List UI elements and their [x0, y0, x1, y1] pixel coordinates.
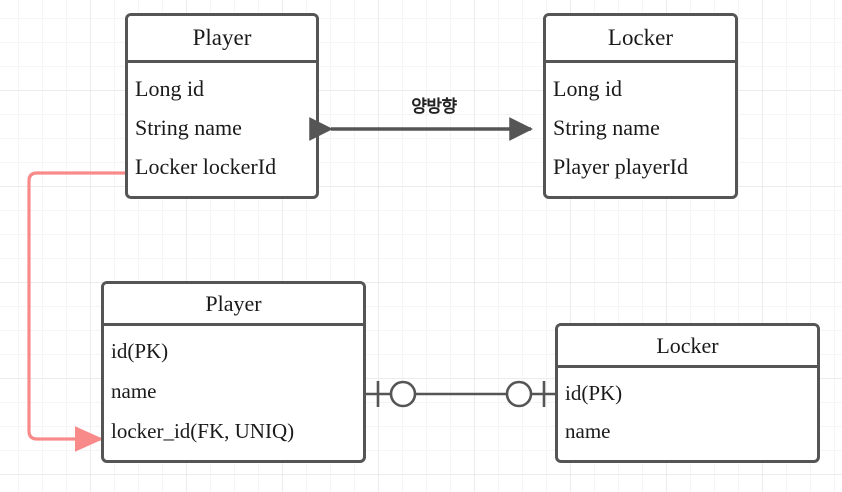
- entity-field: String name: [135, 114, 242, 140]
- table-title-locker-table: Locker: [558, 326, 817, 368]
- one-to-one-connector: [366, 380, 556, 408]
- table-column: name: [111, 378, 157, 403]
- table-column: locker_id(FK, UNIQ): [111, 418, 295, 443]
- entity-title-player-object: Player: [128, 16, 316, 63]
- entity-field: Locker lockerId: [135, 154, 277, 180]
- table-box-player-table[interactable]: Player id(PK) name locker_id(FK, UNIQ): [101, 281, 366, 463]
- table-title-player-table: Player: [104, 284, 363, 326]
- left-circle-marker: [389, 380, 417, 408]
- table-column: id(PK): [565, 380, 623, 405]
- entity-box-locker-object[interactable]: Locker Long id String name Player player…: [543, 13, 738, 199]
- entity-box-player-object[interactable]: Player Long id String name Locker locker…: [125, 13, 319, 199]
- table-box-locker-table[interactable]: Locker id(PK) name: [555, 323, 820, 463]
- entity-fields-locker-object: Long id String name Player playerId: [546, 63, 735, 193]
- table-fields-player-table: id(PK) name locker_id(FK, UNIQ): [104, 326, 363, 457]
- right-circle-marker: [505, 380, 533, 408]
- entity-fields-player-object: Long id String name Locker lockerId: [128, 63, 316, 193]
- table-fields-locker-table: id(PK) name: [558, 368, 817, 457]
- entity-field: Long id: [135, 75, 205, 101]
- entity-field: String name: [553, 114, 660, 140]
- table-column: id(PK): [111, 339, 169, 364]
- entity-title-locker-object: Locker: [546, 16, 735, 63]
- bidirectional-relation-label: 양방향: [411, 97, 457, 117]
- entity-field: Player playerId: [553, 154, 688, 180]
- entity-field: Long id: [553, 75, 623, 101]
- table-column: name: [565, 419, 611, 444]
